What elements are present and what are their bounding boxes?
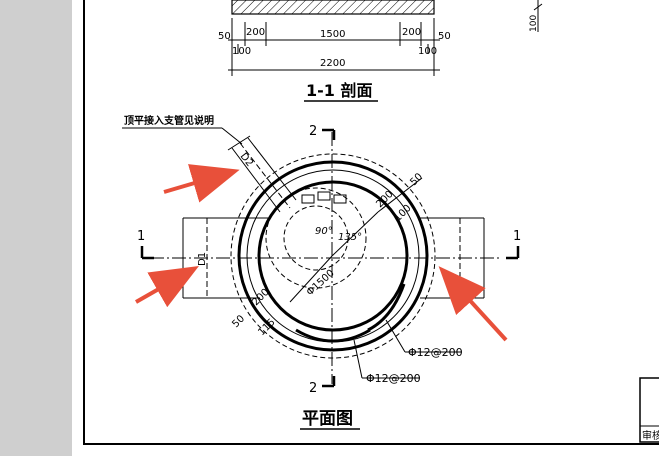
titleblock-reviewer: 审核	[642, 429, 659, 442]
pipe-d1-label: D1	[197, 252, 208, 266]
outer-dashed-circle	[230, 153, 436, 359]
dim-100-right: 100	[418, 46, 437, 57]
cut-2-top: 2	[309, 124, 317, 139]
dim-2200: 2200	[320, 58, 345, 69]
angle-90-label: 90°	[315, 226, 333, 237]
right-edge-dimension: 100	[529, 0, 543, 32]
dim-50-top-right: 50	[408, 171, 425, 188]
section-1-1: 50 200 1500 200 50 100 100 2200 1-1 剖面	[218, 0, 451, 102]
opening-dashed-circle	[283, 205, 349, 271]
dim-115-bottom-left: 115	[256, 317, 277, 338]
cut-1-right: 1	[513, 229, 521, 244]
dim-200-left: 200	[246, 27, 265, 38]
plan-view: 2 2 1 1 顶平接入支管见说明 D2 D1 50 200 100 90° 1…	[122, 114, 521, 430]
pipe-d2-label: D2	[238, 151, 255, 169]
inner-wall-circle	[257, 180, 409, 332]
branch-pipe-note: 顶平接入支管见说明	[124, 114, 214, 127]
dim-50-bottom-left: 50	[230, 313, 247, 330]
section-slab	[231, 0, 435, 15]
dim-100-top-right: 100	[392, 203, 413, 224]
dim-100-vertical: 100	[529, 15, 539, 32]
rebar-label-1: Φ12@200	[408, 346, 463, 359]
red-arrows	[135, 164, 508, 342]
section-title: 1-1 剖面	[306, 81, 372, 100]
rebar-label-2: Φ12@200	[366, 372, 421, 385]
red-arrow-right-pipe	[438, 266, 508, 342]
cover-dashed-circle	[265, 187, 367, 289]
dim-50-left: 50	[218, 31, 231, 42]
angle-135-label: 135°	[338, 232, 362, 243]
title-block: 审核	[639, 377, 659, 443]
plan-title: 平面图	[302, 409, 353, 429]
dim-50-right: 50	[438, 31, 451, 42]
dim-200-top-right: 200	[374, 189, 395, 210]
cut-2-bottom: 2	[309, 381, 317, 396]
dim-100-left: 100	[232, 46, 251, 57]
red-arrow-branch	[163, 164, 240, 203]
dim-200-right: 200	[402, 27, 421, 38]
dim-1500: 1500	[320, 29, 345, 40]
cut-1-left: 1	[137, 229, 145, 244]
red-arrow-left-pipe	[135, 266, 199, 308]
drawing-frame	[83, 0, 659, 445]
viewer-left-panel	[0, 0, 72, 456]
outer-wall-circle	[237, 160, 429, 352]
